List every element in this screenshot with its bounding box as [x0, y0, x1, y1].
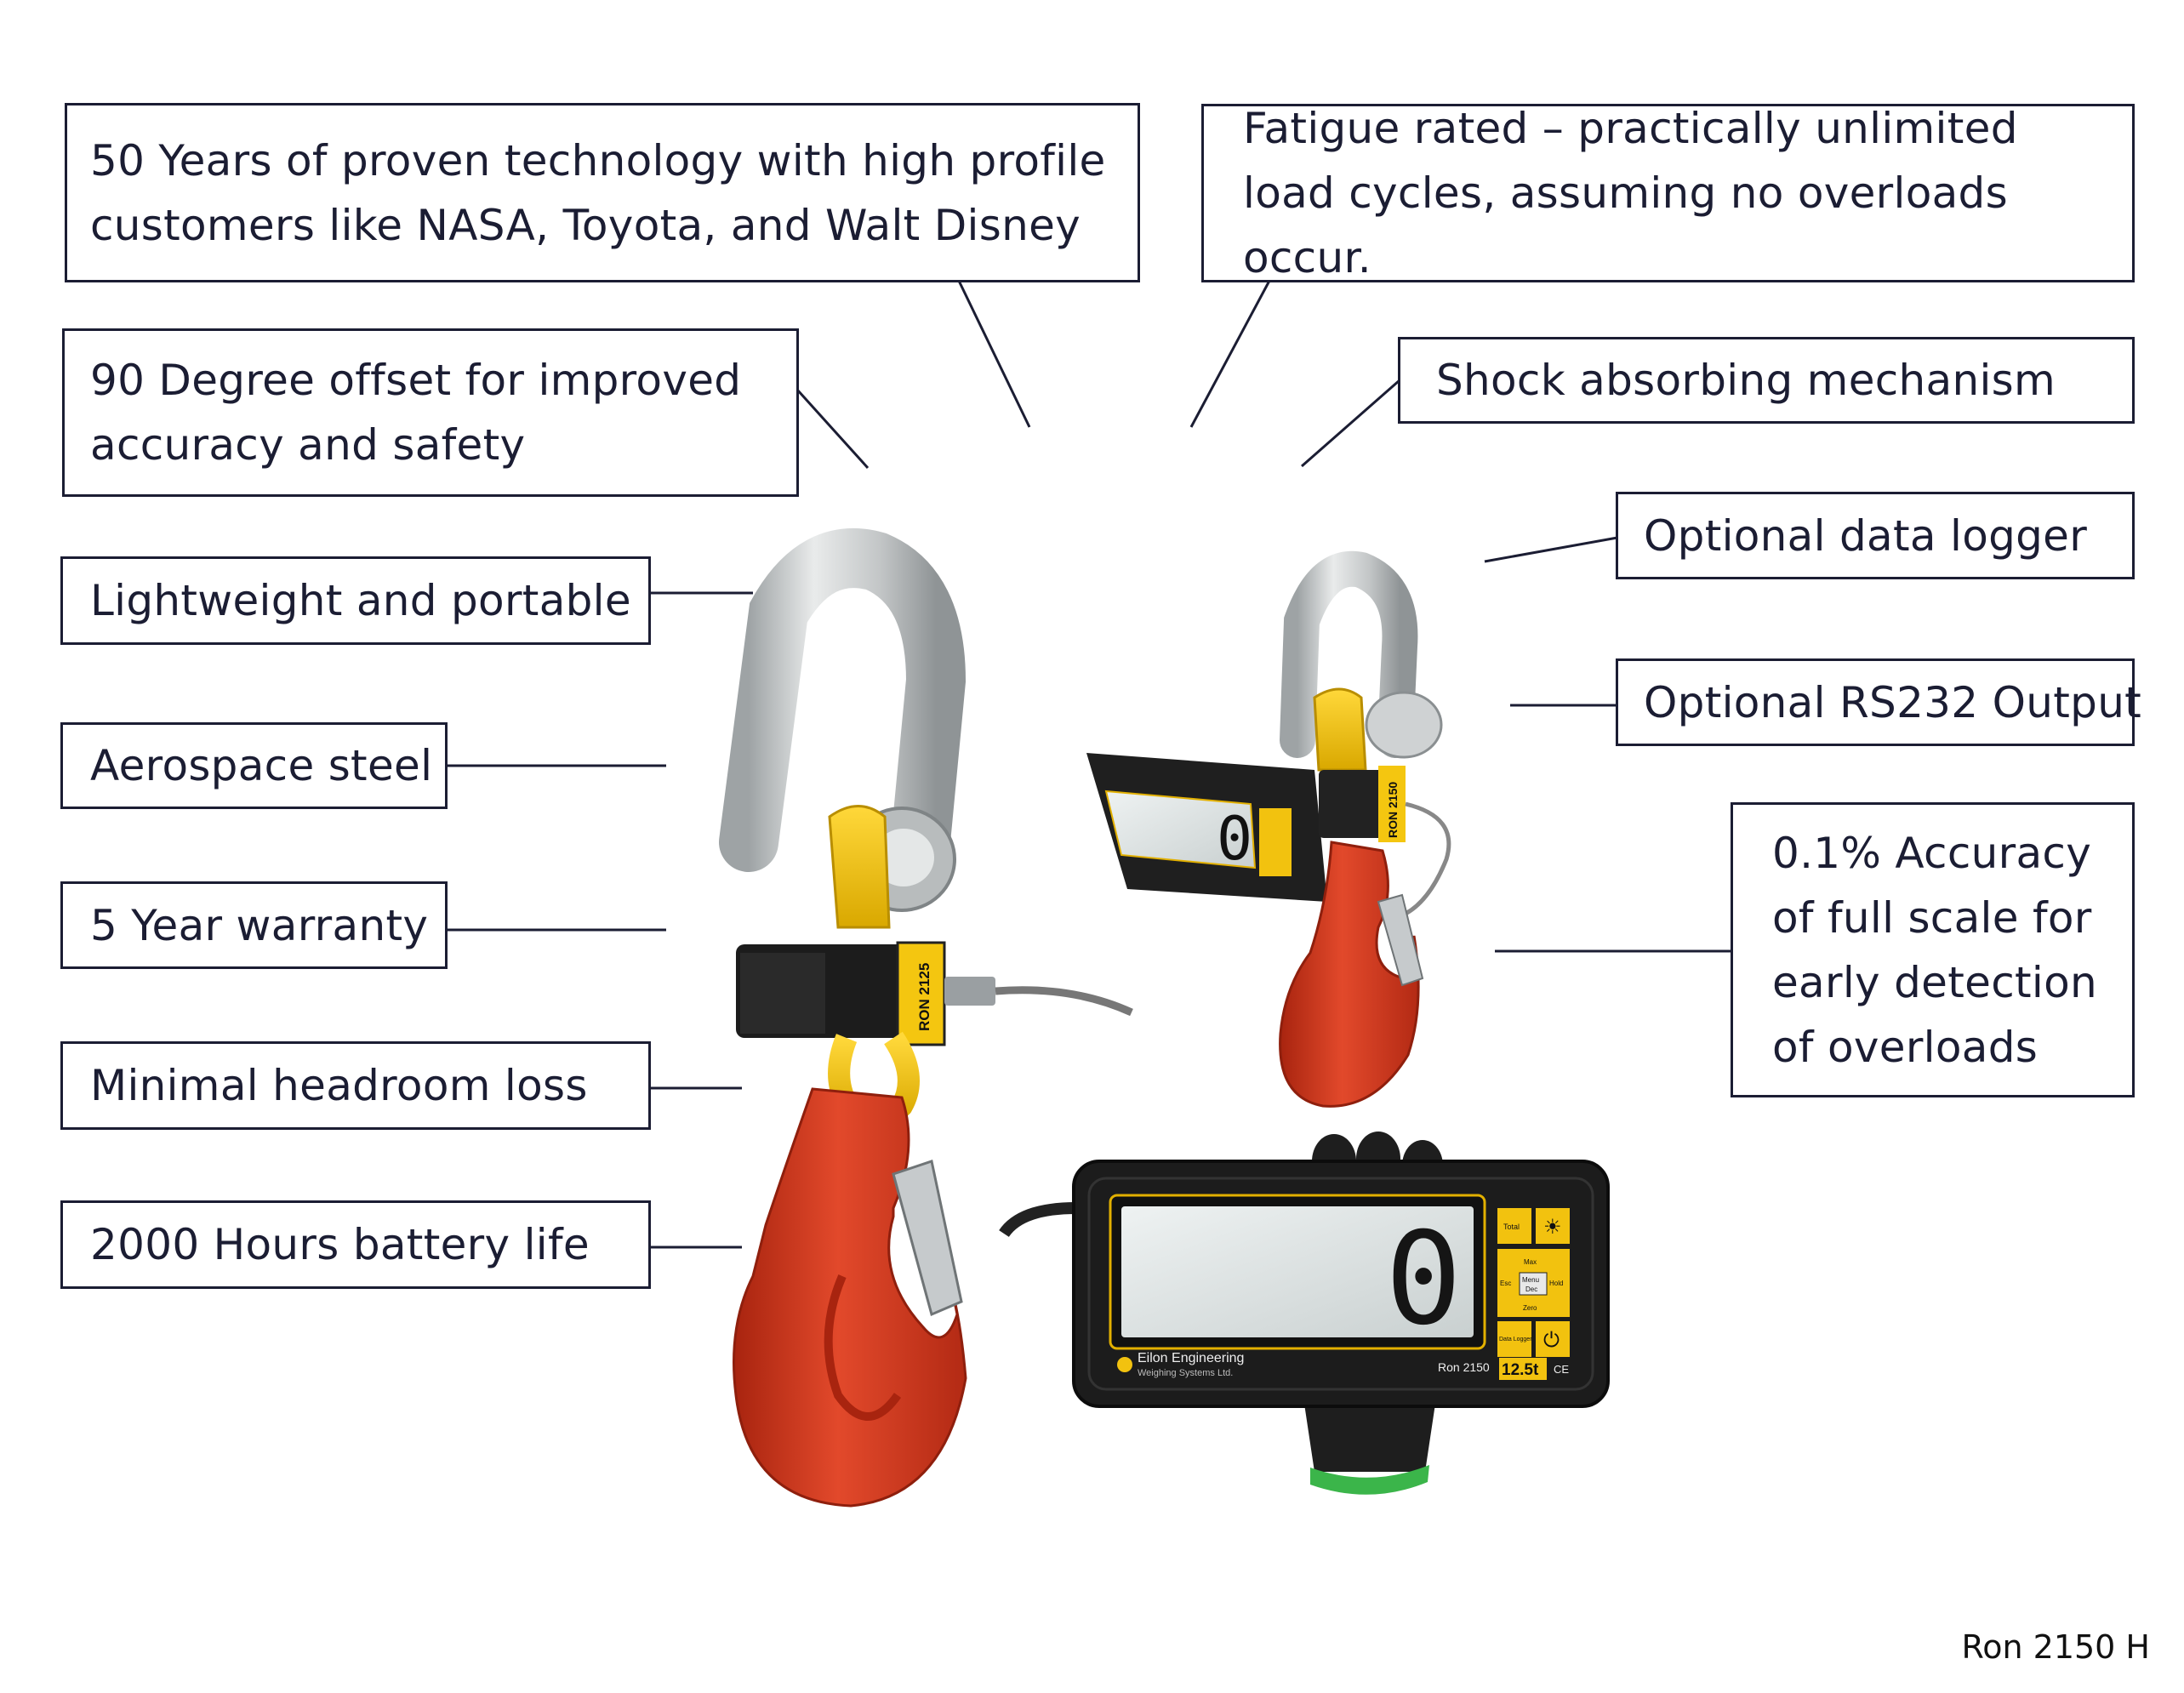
callout-aerospace-steel: Aerospace steel	[60, 722, 448, 809]
large-cell-tag	[896, 941, 946, 1046]
leader-fatigue-rated	[1189, 280, 1271, 428]
callout-warranty: 5 Year warranty	[60, 881, 448, 969]
callout-fatigue-rated: Fatigue rated – practically unlimited lo…	[1201, 104, 2135, 282]
brand-name: Eilon Engineering	[1138, 1351, 1244, 1365]
callout-data-logger-text: Optional data logger	[1644, 510, 2088, 561]
sun-icon: ☀	[1543, 1215, 1562, 1239]
callout-shock-absorbing: Shock absorbing mechanism	[1398, 337, 2135, 424]
keypad-zero-label: Zero	[1523, 1304, 1537, 1312]
model-footer-label: Ron 2150 H	[1961, 1628, 2150, 1666]
keypad-max-label: Max	[1524, 1258, 1537, 1266]
small-display-digit: 0	[1217, 804, 1252, 874]
leader-data-logger	[1484, 536, 1618, 563]
power-icon: ⏻	[1543, 1328, 1560, 1352]
remote-screen-digit: 0	[1385, 1206, 1462, 1354]
large-hook-inner-shadow	[824, 1274, 902, 1421]
callout-offset-90: 90 Degree offset for improved accuracy a…	[62, 328, 799, 497]
keypad-dec-label: Dec	[1525, 1285, 1537, 1293]
small-cell-body	[1319, 770, 1387, 838]
capacity-badge	[1499, 1358, 1547, 1380]
remote-cable	[999, 1202, 1077, 1238]
remote-display: 0 Total ☀ Max Esc Menu Dec Hold Zero Dat…	[999, 1132, 1610, 1495]
keypad-hold-label: Hold	[1549, 1280, 1563, 1287]
callout-lightweight-text: Lightweight and portable	[90, 576, 631, 625]
callout-accuracy-text: 0.1% Accuracy of full scale for early de…	[1772, 828, 2097, 1072]
large-cell-model-label: RON 2125	[916, 963, 932, 1031]
callout-headroom-text: Minimal headroom loss	[90, 1061, 588, 1110]
brand-sub: Weighing Systems Ltd.	[1138, 1368, 1233, 1378]
callout-aerospace-steel-text: Aerospace steel	[90, 741, 433, 790]
large-yellow-pin	[828, 805, 891, 929]
brand-logo-icon	[1117, 1357, 1132, 1372]
small-cell-model-label: RON 2150	[1386, 782, 1400, 838]
keypad-menu-key	[1519, 1272, 1548, 1296]
large-cell-connector	[944, 977, 995, 1006]
remote-screen	[1121, 1206, 1474, 1337]
callout-proven-technology-text: 50 Years of proven technology with high …	[90, 135, 1106, 250]
large-load-cell: RON 2125	[719, 528, 1133, 1508]
keypad-total-label: Total	[1503, 1223, 1520, 1231]
keypad-light-key	[1536, 1208, 1570, 1244]
small-shackle	[1280, 550, 1418, 758]
small-display-keypad	[1259, 808, 1292, 876]
keypad-esc-label: Esc	[1500, 1280, 1511, 1287]
callout-data-logger: Optional data logger	[1616, 492, 2135, 579]
keypad-total-key	[1497, 1208, 1531, 1244]
callout-fatigue-rated-text: Fatigue rated – practically unlimited lo…	[1243, 104, 2018, 282]
keypad-power-key	[1536, 1321, 1570, 1357]
small-display-screen	[1104, 789, 1257, 869]
small-yellow-pin	[1313, 687, 1367, 772]
callout-accuracy: 0.1% Accuracy of full scale for early de…	[1731, 802, 2135, 1097]
capacity-label: 12.5t	[1502, 1361, 1539, 1379]
callout-proven-technology: 50 Years of proven technology with high …	[65, 103, 1140, 282]
callout-battery: 2000 Hours battery life	[60, 1200, 651, 1289]
small-cell-cable	[1402, 801, 1451, 917]
display-model-label: Ron 2150	[1438, 1360, 1490, 1374]
callout-headroom: Minimal headroom loss	[60, 1041, 651, 1130]
callout-warranty-text: 5 Year warranty	[90, 900, 429, 950]
large-cell-cable	[995, 986, 1133, 1017]
small-shackle-ear	[1365, 691, 1443, 759]
small-cell-tag	[1378, 766, 1406, 842]
large-cell-block	[740, 953, 825, 1034]
ce-mark: CE	[1554, 1363, 1569, 1376]
callout-battery-text: 2000 Hours battery life	[90, 1220, 590, 1269]
large-red-hook	[733, 1087, 967, 1508]
glove-cuff	[1310, 1465, 1429, 1495]
keypad-data-logger-label: Data Logger	[1499, 1337, 1532, 1342]
callout-shock-absorbing-text: Shock absorbing mechanism	[1436, 356, 2056, 405]
large-shackle	[719, 528, 967, 889]
keypad-data-logger-key	[1497, 1321, 1531, 1357]
leader-proven-technology	[957, 280, 1031, 428]
large-hook-latch	[892, 1160, 963, 1317]
callout-rs232-text: Optional RS232 Output	[1644, 677, 2142, 727]
callout-offset-90-text: 90 Degree offset for improved accuracy a…	[90, 356, 742, 470]
leader-offset-90	[795, 388, 870, 470]
small-hook-latch	[1377, 893, 1424, 987]
keypad-menu-label: Menu	[1522, 1276, 1539, 1284]
leader-shock-absorbing	[1301, 379, 1400, 468]
small-load-cell: 0 RON 2150	[1086, 550, 1451, 1108]
callout-lightweight: Lightweight and portable	[60, 556, 651, 645]
leader-lines	[446, 280, 1732, 1249]
callout-rs232: Optional RS232 Output	[1616, 658, 2141, 746]
